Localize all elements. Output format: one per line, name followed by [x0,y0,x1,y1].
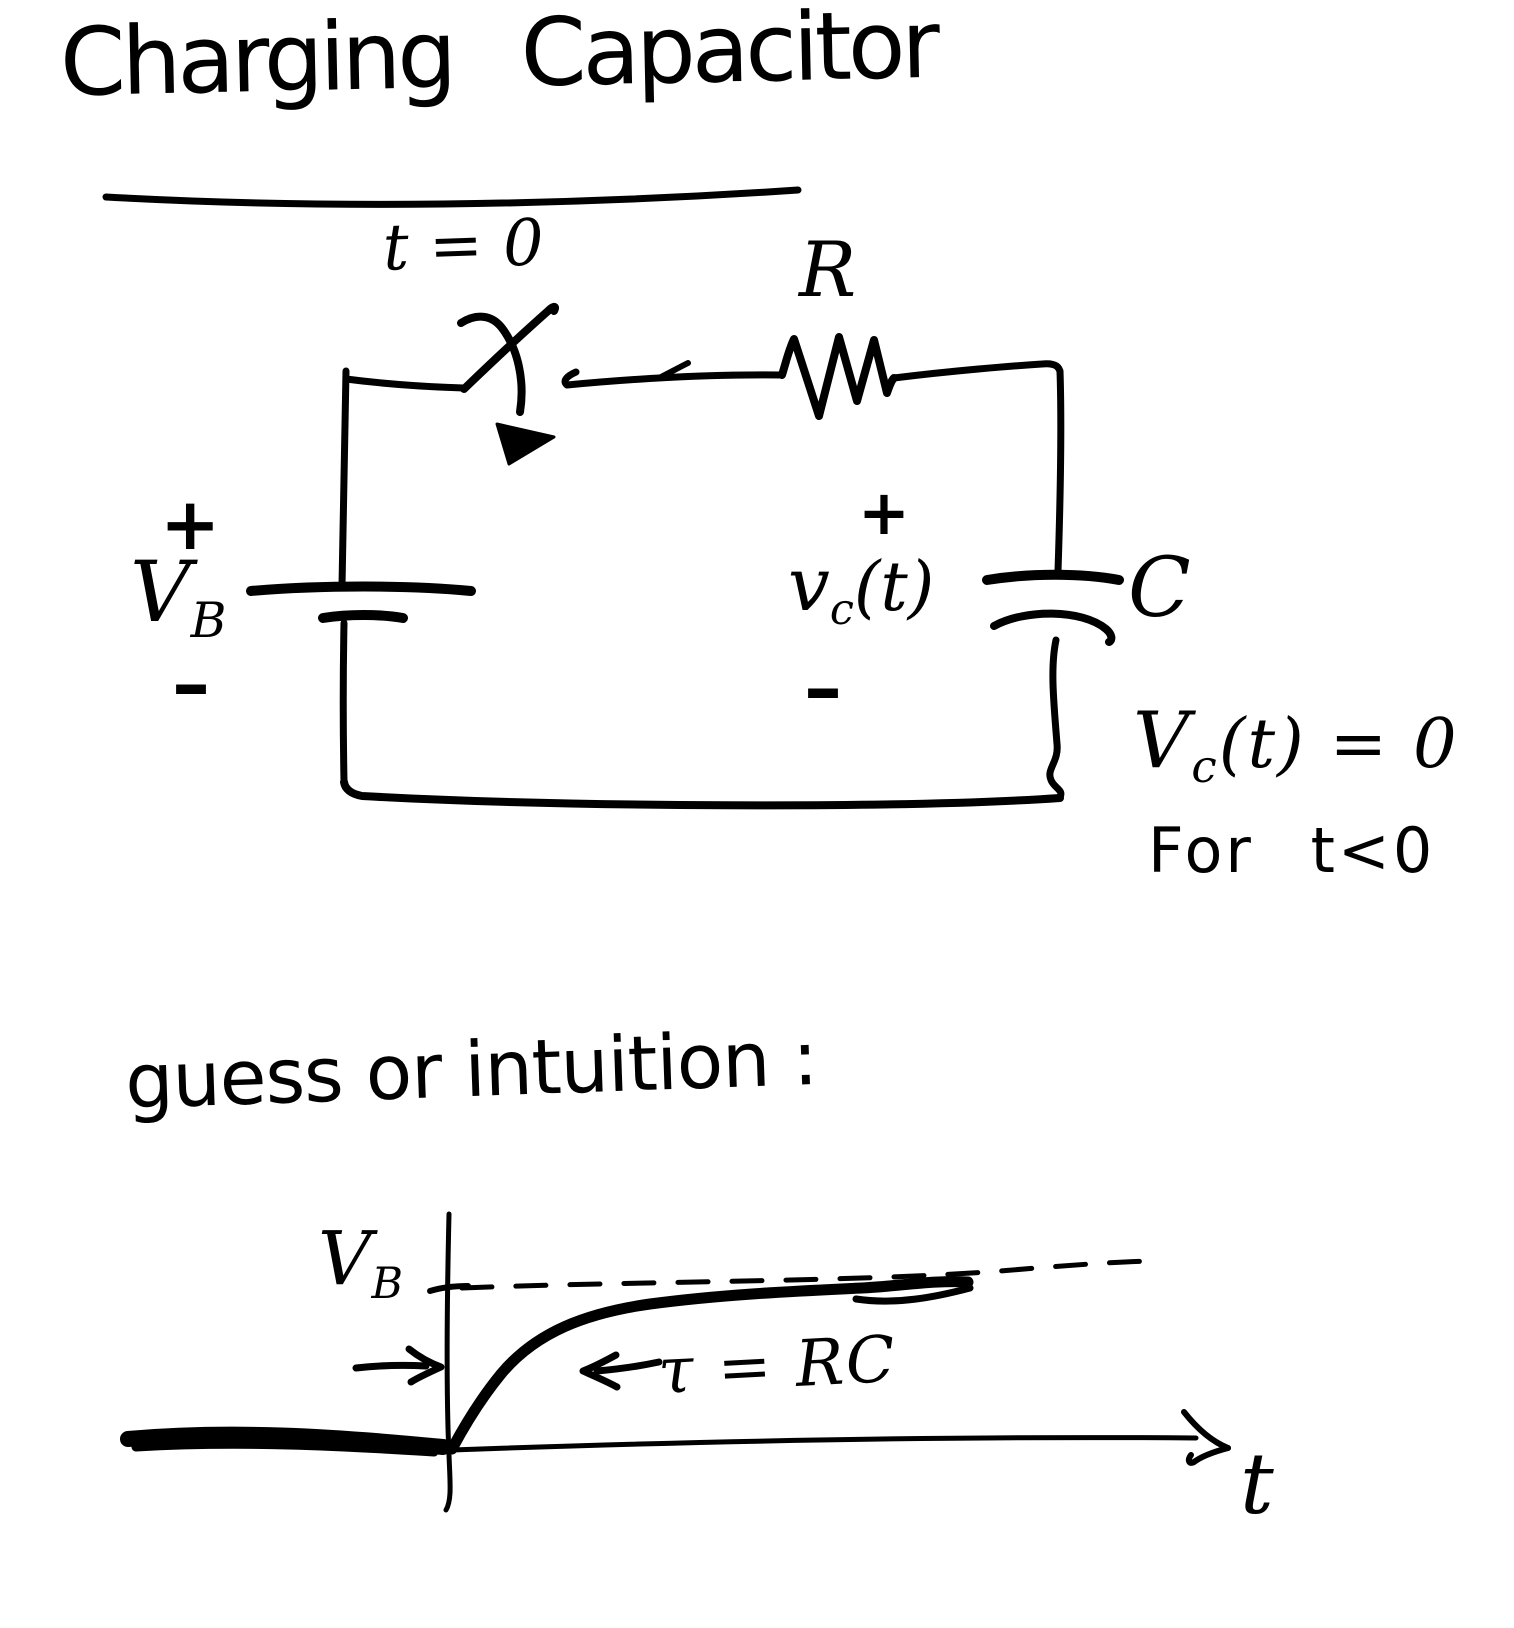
capacitor-plate-top [982,569,1124,585]
graph-x-axis-label: t [1240,1435,1274,1533]
wire-left-vertical [338,367,350,590]
resistor-symbol [778,333,898,420]
battery-v: V [130,543,191,641]
graph-y-axis-label: VB [318,1222,403,1306]
battery-plate-short [318,610,408,623]
wire-after-resistor [890,360,1064,382]
cap-v-args: (t) [853,548,935,627]
graph-right-arrow-head [405,1345,445,1386]
capacitor-name-label: C [1128,541,1191,636]
circuit-wires [338,360,1065,810]
capacitor-symbol [982,569,1124,646]
battery-symbol [246,581,476,623]
graph-heading: guess or intuition : [123,1012,819,1127]
switch-symbol [457,302,559,466]
capacitor-voltage-label: vc(t) [788,548,934,632]
graph-charging-curve [446,1276,974,1455]
switch-blade [460,302,559,393]
capacitor-plate-bottom [990,609,1116,646]
graph-dashed-asymptote [459,1258,1155,1291]
resistor-label: R [799,225,857,314]
graph-y-subscript: B [371,1259,403,1310]
graph-zero-line-overstroke [131,1439,439,1457]
tau-label: τ = RC [656,1322,899,1410]
cap-v: v [788,542,830,628]
wire-top-left [342,375,468,392]
graph-tau-arrow-head [579,1351,621,1391]
wire-right-vertical [1054,367,1065,575]
graph-y-axis [443,1211,453,1513]
graph-tau-arrow-shaft [593,1358,663,1375]
battery-plate-long [246,581,476,596]
wire-direction-hook [658,360,691,380]
graph-x-axis [449,1435,1199,1453]
switch-arrowhead [495,422,556,466]
battery-v-subscript: B [190,593,227,650]
capacitor-minus-sign: – [804,643,842,732]
graph-curve-end-hook [852,1284,974,1305]
graph-x-axis-arrowhead [1181,1409,1231,1451]
graph-zero-line [120,1426,451,1455]
switch-closing-arc [457,312,526,416]
page-title: Charging Capacitor [58,0,938,119]
switch-time-label: t = 0 [381,206,545,286]
graph-right-arrow-shaft [352,1361,430,1372]
wire-bottom [340,778,1064,810]
graph-x-axis-arrowhead-curl [1185,1445,1231,1466]
ic-v-subscript: c [1191,739,1219,793]
capacitor-plus-sign: + [858,476,910,549]
battery-plus-sign: + [160,482,221,566]
battery-voltage-label: VB [130,550,226,645]
graph-y-v: V [318,1216,372,1302]
initial-condition-line2: For t<0 [1148,814,1436,887]
ic-v: V [1133,696,1192,786]
wire-cap-bottom-lead [1046,636,1065,801]
initial-condition-line1: Vc(t) = 0 [1133,702,1459,789]
battery-minus-sign: – [172,639,210,728]
cap-v-subscript: c [829,585,854,636]
wire-top-right [561,368,786,389]
wire-battery-bottom-lead [339,619,348,785]
title-underline [102,186,802,208]
ic-rest: (t) = 0 [1218,704,1459,784]
sketch-graph [120,1211,1231,1513]
